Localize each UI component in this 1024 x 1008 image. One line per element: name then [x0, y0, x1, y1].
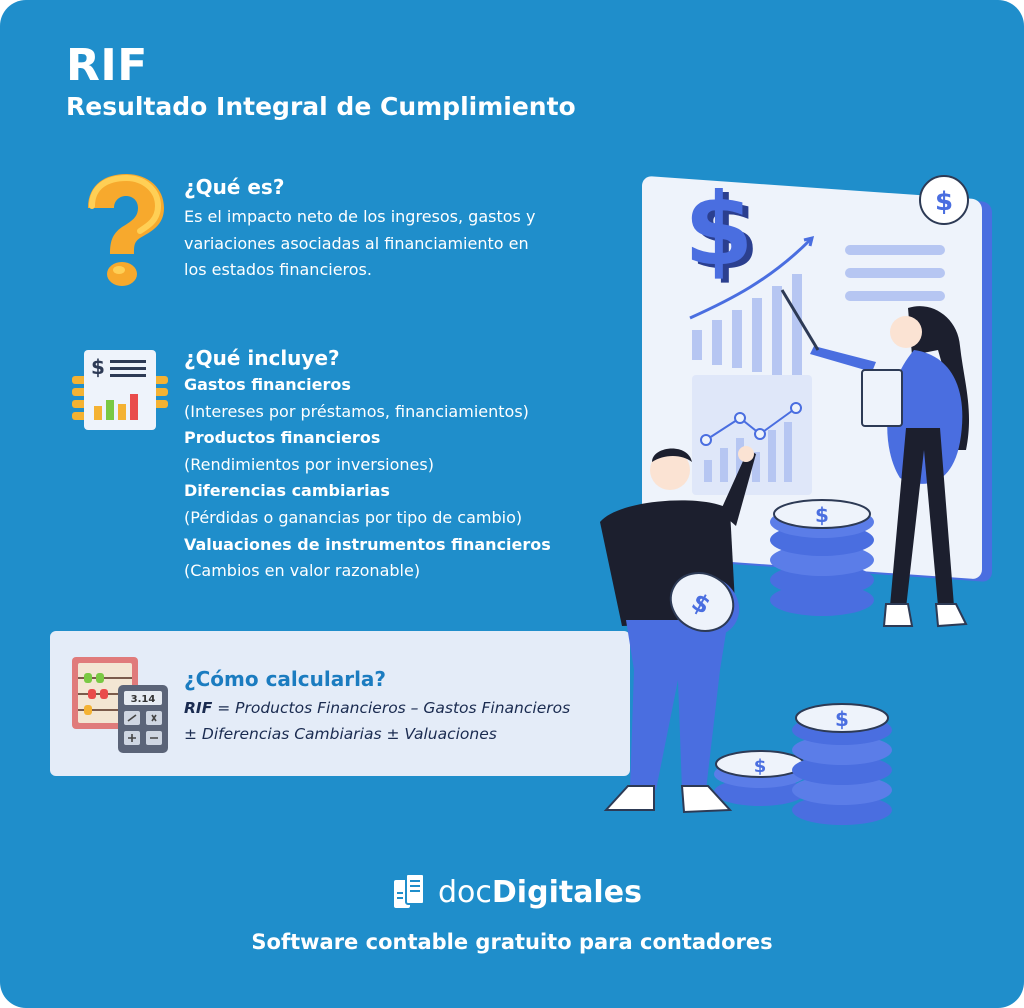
item-desc: (Cambios en valor razonable): [184, 561, 421, 581]
que-es-text: Es el impacto neto de los ingresos, gast…: [184, 204, 535, 284]
svg-text:$: $: [815, 503, 829, 527]
item-desc: (Pérdidas o ganancias por tipo de cambio…: [184, 507, 523, 527]
page-title: RIF: [66, 40, 148, 91]
tagline: Software contable gratuito para contador…: [251, 930, 773, 954]
svg-text:$: $: [935, 187, 953, 217]
docdigitales-logo-icon: [394, 873, 425, 908]
brand-suffix: Digitales: [491, 874, 642, 910]
item-title: Productos financieros: [184, 428, 381, 448]
item-title: Diferencias cambiarias: [184, 481, 390, 501]
calculator-abacus-icon: 3.14: [72, 657, 168, 753]
finance-presentation-illustration: $ $ $ $ $ $: [600, 171, 992, 825]
svg-text:$: $: [684, 171, 754, 288]
que-es-line: los estados financieros.: [184, 260, 372, 279]
que-es-heading: ¿Qué es?: [184, 175, 285, 199]
calculator-display: 3.14: [131, 694, 156, 705]
que-es-line: Es el impacto neto de los ingresos, gast…: [184, 207, 536, 226]
page-subtitle: Resultado Integral de Cumplimiento: [66, 92, 576, 121]
item-title: Valuaciones de instrumentos financieros: [184, 534, 551, 554]
brand-logo[interactable]: docDigitales: [392, 872, 642, 912]
item-desc: (Rendimientos por inversiones): [184, 454, 434, 474]
formula-line-1: RIF = Productos Financieros – Gastos Fin…: [184, 699, 570, 717]
como-calcular-heading: ¿Cómo calcularla?: [184, 667, 387, 691]
financial-report-icon: $: [72, 350, 168, 430]
svg-text:$: $: [754, 756, 767, 777]
brand-name: docDigitales: [438, 875, 642, 910]
formula-line-2: ± Diferencias Cambiarias ± Valuaciones: [184, 725, 497, 743]
svg-text:$: $: [835, 707, 849, 731]
que-es-line: variaciones asociadas al financiamiento …: [184, 233, 529, 253]
item-desc: (Intereses por préstamos, financiamiento…: [184, 401, 529, 421]
item-title: Gastos financieros: [184, 375, 351, 394]
formula-term: RIF: [184, 699, 213, 717]
que-incluye-list: Gastos financieros (Intereses por présta…: [184, 372, 551, 585]
svg-text:$: $: [91, 355, 105, 379]
brand-prefix: doc: [438, 874, 492, 910]
svg-text:$: $: [690, 175, 760, 292]
que-incluye-heading: ¿Qué incluye?: [184, 346, 340, 370]
question-mark-icon: [88, 174, 164, 286]
formula-rest: = Productos Financieros – Gastos Financi…: [212, 699, 571, 717]
dollar-sign-icon: $ $: [684, 171, 760, 292]
